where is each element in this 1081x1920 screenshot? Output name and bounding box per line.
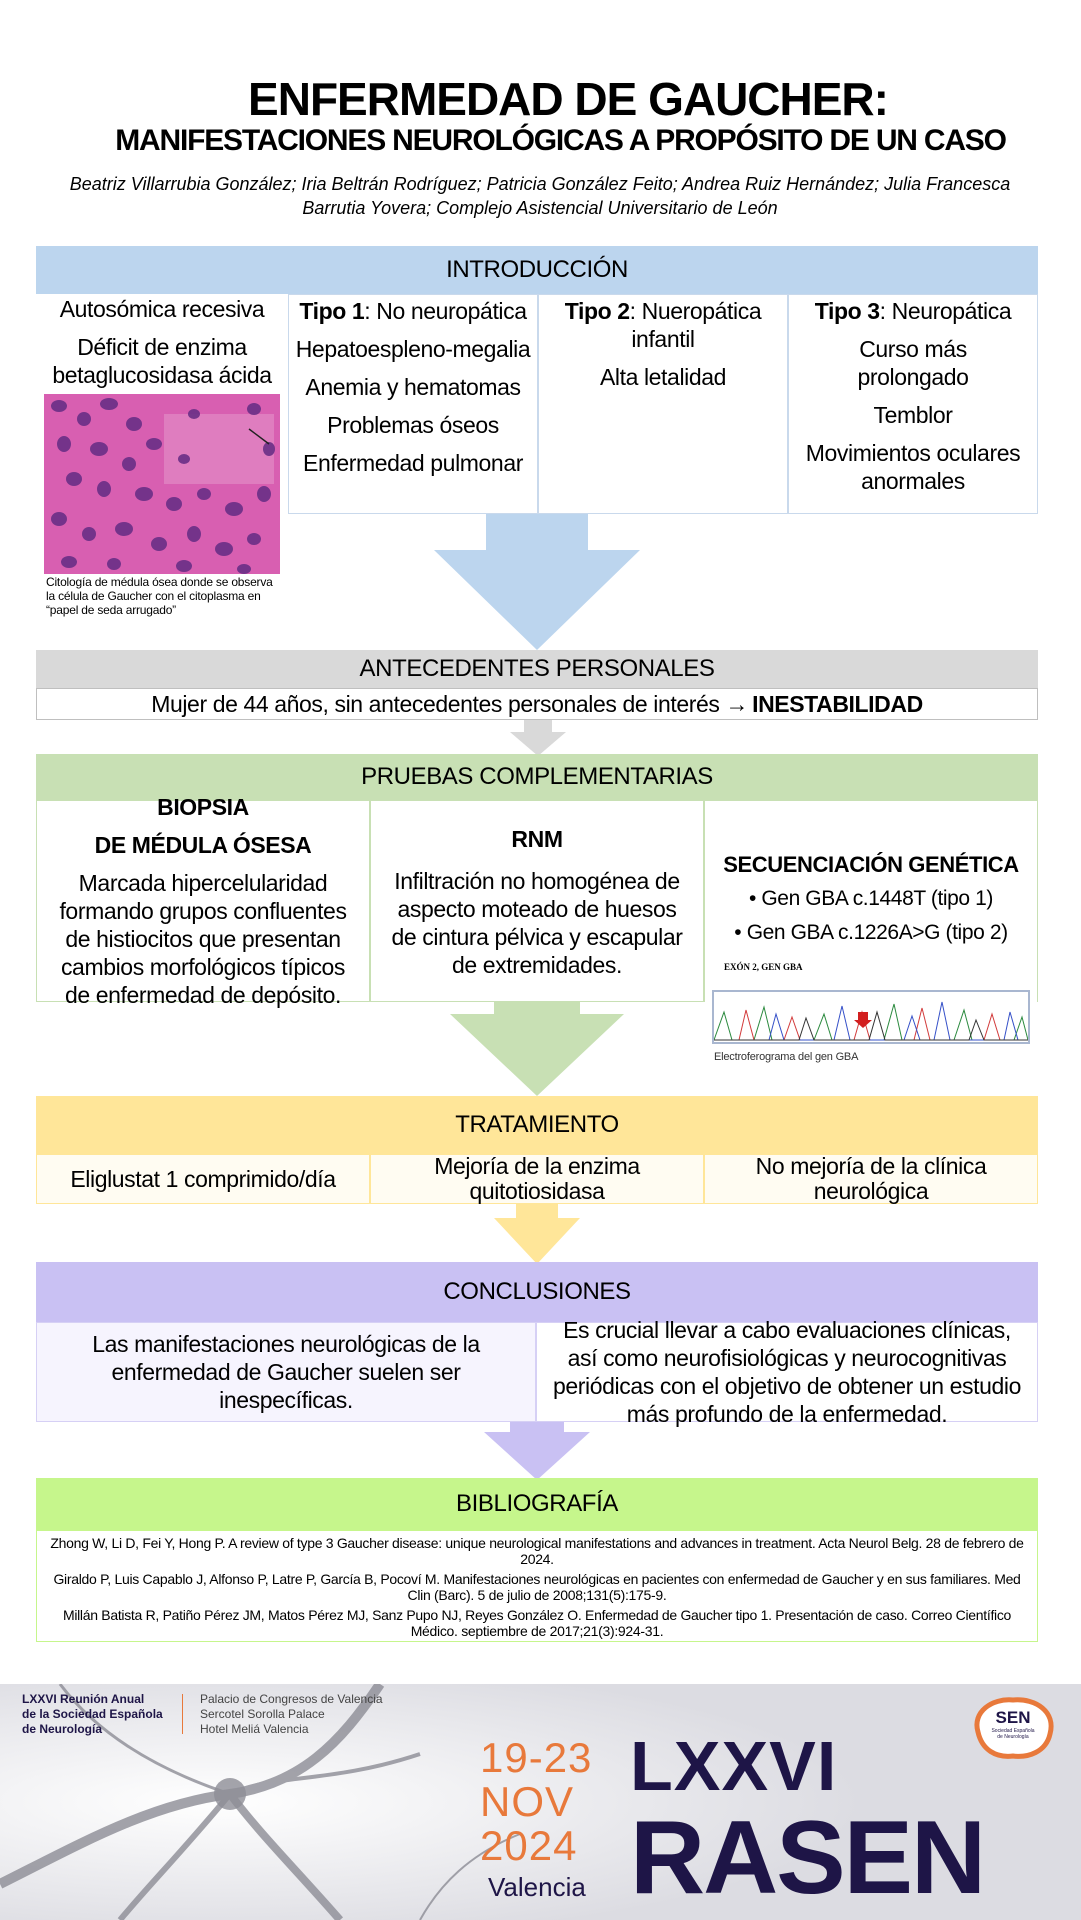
biopsia-title: DE MÉDULA ÓSESA — [94, 832, 312, 858]
intro-col1-line2: Déficit de enzima betaglucosidasa ácida — [52, 334, 272, 388]
tratamiento-item-text: Eliglustat 1 comprimido/día — [70, 1166, 336, 1192]
electropherogram-figure — [712, 990, 1030, 1044]
intro-col4-item: Movimientos oculares anormales — [805, 440, 1021, 494]
poster-subtitle: MANIFESTACIONES NEUROLÓGICAS A PROPÓSITO… — [115, 124, 1007, 157]
venues: Palacio de Congresos de Valencia Sercote… — [200, 1692, 383, 1737]
conclusiones-left: Las manifestaciones neurológicas de la e… — [36, 1322, 536, 1422]
biopsia-text: Marcada hipercelularidad formando grupos… — [59, 870, 347, 1008]
tratamiento-heading-text: TRATAMIENTO — [455, 1111, 619, 1138]
reference-item: Millán Batista R, Patiño Pérez JM, Matos… — [62, 1607, 1012, 1639]
sen-logo-subtext: Sociedad Española de Neurología — [991, 1728, 1035, 1740]
intro-heading-text: INTRODUCCIÓN — [446, 256, 628, 283]
pruebas-rnm: RNM Infiltración no homogénea de aspecto… — [370, 800, 704, 1002]
venue-line: Hotel Meliá Valencia — [200, 1722, 309, 1736]
intro-col2-item: Enfermedad pulmonar — [303, 450, 523, 476]
intro-col4-item: Curso más prolongado — [857, 336, 969, 390]
intro-col2-item: Hepatoespleno-megalia — [295, 336, 531, 362]
intro-col2-type: Tipo 1: No neuropática — [299, 298, 527, 324]
down-arrow-icon — [510, 720, 566, 756]
authors: Beatriz Villarrubia González; Iria Beltr… — [69, 174, 1011, 218]
genetica-title: SECUENCIACIÓN GENÉTICA — [723, 852, 1019, 877]
antecedentes-text-bold: INESTABILIDAD — [752, 690, 923, 717]
conclusiones-heading: CONCLUSIONES — [36, 1262, 1038, 1322]
bibliografia-heading: BIBLIOGRAFÍA — [36, 1478, 1038, 1530]
intro-col2-item: Problemas óseos — [327, 412, 499, 438]
congress-brand: RASEN — [630, 1800, 986, 1916]
biopsia-title: BIOPSIA — [157, 794, 249, 820]
neuron-background-image — [0, 1684, 1081, 1920]
date-line: 19-23 — [480, 1734, 593, 1781]
intro-col3-type: Tipo 2: Nueropática infantil — [564, 298, 762, 352]
conclusiones-heading-text: CONCLUSIONES — [443, 1278, 631, 1305]
antecedentes-heading: ANTECEDENTES PERSONALES — [36, 650, 1038, 688]
venue-line: Sercotel Sorolla Palace — [200, 1707, 325, 1721]
reference-item: Giraldo P, Luis Capablo J, Alfonso P, La… — [53, 1571, 1021, 1603]
congress-footer: LXXVI Reunión Anual de la Sociedad Españ… — [0, 1684, 1081, 1920]
congress-edition: LXXVI — [630, 1727, 838, 1805]
reference-item: Zhong W, Li D, Fei Y, Hong P. A review o… — [50, 1535, 1024, 1567]
down-arrow-icon — [434, 514, 640, 650]
pruebas-genetica: SECUENCIACIÓN GENÉTICA • Gen GBA c.1448T… — [704, 800, 1038, 1002]
tratamiento-item: No mejoría de la clínica neurológica — [704, 1154, 1038, 1204]
bibliografia-list: Zhong W, Li D, Fei Y, Hong P. A review o… — [36, 1530, 1038, 1642]
intro-col-4: Tipo 3: Neuropática Curso más prolongado… — [788, 294, 1038, 514]
conclusiones-right: Es crucial llevar a cabo evaluaciones cl… — [536, 1317, 1038, 1427]
tratamiento-item-text: No mejoría de la clínica neurológica — [755, 1153, 987, 1204]
congress-city: Valencia — [488, 1872, 586, 1902]
antecedentes-text: Mujer de 44 años, sin antecedentes perso… — [36, 688, 1038, 720]
intro-col-1: Autosómica recesiva Déficit de enzima be… — [36, 294, 288, 514]
genetica-item: • Gen GBA c.1448T (tipo 1) — [748, 887, 994, 910]
rnm-text: Infiltración no homogénea de aspecto mot… — [391, 868, 683, 978]
tratamiento-item-text: Mejoría de la enzima quitotiosidasa — [434, 1153, 640, 1204]
tratamiento-item: Eliglustat 1 comprimido/día — [36, 1154, 370, 1204]
intro-col4-type: Tipo 3: Neuropática — [814, 298, 1012, 324]
intro-col2-item: Anemia y hematomas — [305, 374, 521, 400]
genetica-item: • Gen GBA c.1226A>G (tipo 2) — [734, 921, 1008, 944]
meeting-line: de Neurología — [22, 1722, 103, 1736]
cytology-image — [44, 394, 280, 574]
cytology-caption: Citología de médula ósea donde se observ… — [46, 575, 273, 617]
brain-logo-icon — [974, 1697, 1054, 1759]
pruebas-heading-text: PRUEBAS COMPLEMENTARIAS — [361, 763, 713, 790]
poster-title: ENFERMEDAD DE GAUCHER: — [248, 73, 889, 125]
intro-col1-line1: Autosómica recesiva — [59, 296, 265, 322]
conclusiones-right-text: Es crucial llevar a cabo evaluaciones cl… — [553, 1317, 1021, 1427]
bibliografia-heading-text: BIBLIOGRAFÍA — [456, 1490, 618, 1517]
rnm-title: RNM — [511, 826, 563, 852]
congress-dates: 19-23 NOV 2024 — [480, 1736, 592, 1868]
footer-divider — [182, 1694, 183, 1734]
intro-col-3: Tipo 2: Nueropática infantil Alta letali… — [538, 294, 788, 514]
intro-col-2: Tipo 1: No neuropática Hepatoespleno-meg… — [288, 294, 538, 514]
electropherogram-caption: Electroferograma del gen GBA — [714, 1051, 859, 1063]
date-line: NOV — [480, 1778, 575, 1825]
intro-col4-item: Temblor — [873, 402, 953, 428]
tratamiento-item: Mejoría de la enzima quitotiosidasa — [370, 1154, 704, 1204]
venue-line: Palacio de Congresos de Valencia — [200, 1692, 383, 1706]
antecedentes-text-main: Mujer de 44 años, sin antecedentes perso… — [151, 690, 749, 717]
intro-col3-item: Alta letalidad — [599, 364, 727, 390]
sen-logo: SEN Sociedad Española de Neurología — [968, 1692, 1058, 1766]
pruebas-biopsia: BIOPSIA DE MÉDULA ÓSESA Marcada hipercel… — [36, 794, 370, 1008]
pruebas-heading: PRUEBAS COMPLEMENTARIAS — [36, 754, 1038, 800]
sen-logo-text: SEN — [995, 1708, 1031, 1727]
down-arrow-icon — [484, 1422, 590, 1480]
date-line: 2024 — [480, 1822, 578, 1869]
intro-heading: INTRODUCCIÓN — [36, 246, 1038, 294]
meeting-line: LXXVI Reunión Anual — [22, 1692, 145, 1706]
meeting-line: de la Sociedad Española — [22, 1707, 163, 1721]
electropherogram-label: EXÓN 2, GEN GBA — [724, 962, 803, 972]
down-arrow-icon — [450, 1002, 624, 1096]
tratamiento-heading: TRATAMIENTO — [36, 1096, 1038, 1154]
down-arrow-icon — [494, 1204, 580, 1264]
meeting-name: LXXVI Reunión Anual de la Sociedad Españ… — [22, 1692, 163, 1737]
conclusiones-left-text: Las manifestaciones neurológicas de la e… — [92, 1331, 480, 1413]
antecedentes-heading-text: ANTECEDENTES PERSONALES — [359, 655, 715, 682]
